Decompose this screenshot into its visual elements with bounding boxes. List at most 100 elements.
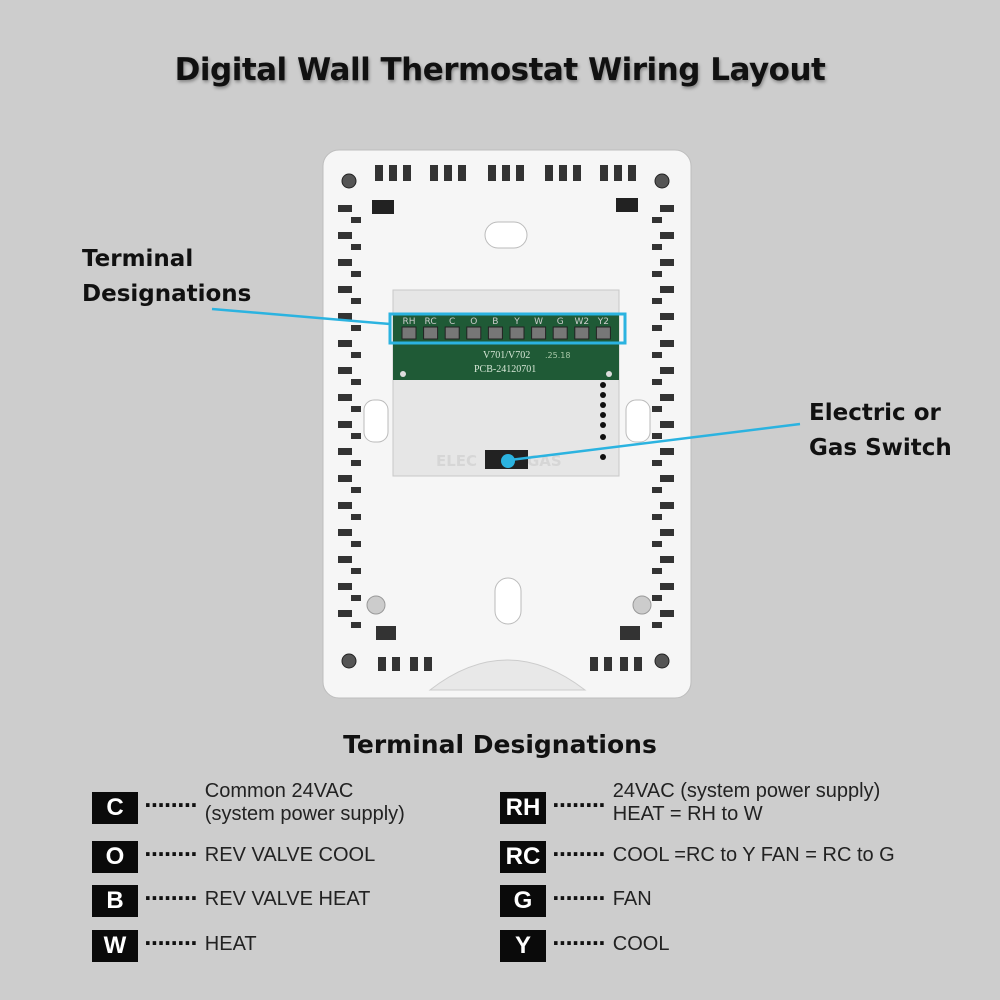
vent-slots: [338, 165, 674, 671]
legend-row-o: O········REV VALVE COOL: [92, 841, 375, 873]
vent-slot: [628, 165, 636, 181]
screws: [341, 173, 670, 669]
terminal-badge: RH: [500, 792, 546, 824]
vent-slot: [351, 325, 361, 331]
terminal-label: G: [557, 317, 564, 327]
vent-slot: [660, 583, 674, 590]
leader-dots: ········: [144, 886, 198, 910]
vent-slot: [652, 379, 662, 385]
terminal-screw: [423, 326, 439, 340]
vent-slot: [660, 313, 674, 320]
vent-slot: [375, 165, 383, 181]
mount-slot: [484, 221, 528, 249]
svg-text:ELEC: ELEC: [436, 452, 477, 470]
terminal-highlight-box: [388, 312, 627, 345]
vent-slot: [338, 502, 352, 509]
leader-dots: ········: [144, 793, 198, 817]
terminal-badge: W: [92, 930, 138, 962]
terminal-badge: G: [500, 885, 546, 917]
vent-slot: [389, 165, 397, 181]
vent-slot: [652, 298, 662, 304]
vent-slot: [516, 165, 524, 181]
vent-slot: [600, 165, 608, 181]
vent-slot: [660, 475, 674, 482]
terminal-screw: [552, 326, 568, 340]
vent-slot: [338, 232, 352, 239]
terminal-screw: [401, 326, 417, 340]
terminal-description: COOL =RC to Y FAN = RC to G: [612, 844, 895, 866]
vent-slot: [351, 352, 361, 358]
callout-terminal-designations: Terminal Designations: [82, 246, 252, 307]
vent-slot: [660, 286, 674, 293]
vent-slot: [424, 657, 432, 671]
vent-slot: [338, 448, 352, 455]
vent-slot: [634, 657, 642, 671]
terminal-badge: C: [92, 792, 138, 824]
legend-row-b: B········ REV VALVE HEAT: [92, 885, 370, 917]
leader-dots: ········: [552, 793, 606, 817]
page-title: Digital Wall Thermostat Wiring Layout: [174, 52, 826, 88]
vent-slot: [660, 205, 674, 212]
vent-slot: [351, 406, 361, 412]
leader-dots: ········: [144, 931, 198, 955]
terminal-badge: Y: [500, 930, 546, 962]
terminal-description: FAN: [612, 888, 652, 910]
svg-text:.25.18: .25.18: [545, 351, 570, 360]
terminal-leader-line: [211, 307, 391, 326]
vent-slot: [351, 514, 361, 520]
vent-slot: [660, 340, 674, 347]
vent-slot: [351, 433, 361, 439]
vent-slot: [604, 657, 612, 671]
switch-marker: [501, 454, 515, 468]
vent-slot: [614, 165, 622, 181]
switch-leader-line: [509, 422, 801, 462]
terminal-screw: [595, 326, 611, 340]
vent-slot: [652, 271, 662, 277]
vent-slot: [652, 568, 662, 574]
vent-slot: [338, 421, 352, 428]
leader-dots: ········: [552, 842, 606, 866]
terminal-screw: [574, 326, 590, 340]
legend-row-g: G········FAN: [500, 885, 652, 917]
vent-slot: [652, 325, 662, 331]
terminal-description: COOL: [612, 933, 670, 955]
vent-slot: [338, 340, 352, 347]
vent-slot: [652, 622, 662, 628]
terminal-description: Common 24VAC (system power supply): [204, 780, 405, 825]
vent-slot: [573, 165, 581, 181]
vent-slot: [351, 379, 361, 385]
legend-row-c: C········Common 24VAC (system power supp…: [92, 780, 405, 826]
vent-slot: [430, 165, 438, 181]
mount-slot: [494, 577, 522, 625]
legend-row-rc: RC········COOL =RC to Y FAN = RC to G: [500, 841, 895, 873]
legend-row-y: Y········COOL: [500, 930, 669, 962]
terminal-label: RH: [402, 317, 415, 327]
leader-dots: ········: [144, 842, 198, 866]
legend-row-rh: RH········24VAC (system power supply) HE…: [500, 780, 880, 826]
terminal-label: RC: [425, 317, 437, 327]
terminal-label: Y: [513, 317, 520, 327]
vent-slot: [351, 595, 361, 601]
terminal-badge: B: [92, 885, 138, 917]
vent-slot: [620, 657, 628, 671]
terminal-badge: O: [92, 841, 138, 873]
led-holes: [600, 382, 606, 460]
vent-slot: [660, 556, 674, 563]
vent-slot: [338, 475, 352, 482]
vent-slot: [652, 595, 662, 601]
vent-slot: [392, 657, 400, 671]
vent-slot: [351, 271, 361, 277]
vent-slot: [652, 352, 662, 358]
terminal-description: REV VALVE HEAT: [204, 888, 371, 910]
vent-slot: [660, 502, 674, 509]
terminal-label: C: [449, 317, 455, 327]
legend-title: Terminal Designations: [343, 730, 657, 759]
vent-slot: [488, 165, 496, 181]
terminal-label: Y2: [597, 317, 609, 327]
vent-slot: [351, 298, 361, 304]
vent-slot: [660, 259, 674, 266]
pcb-model: V701/V702: [483, 350, 530, 361]
vent-slot: [660, 367, 674, 374]
